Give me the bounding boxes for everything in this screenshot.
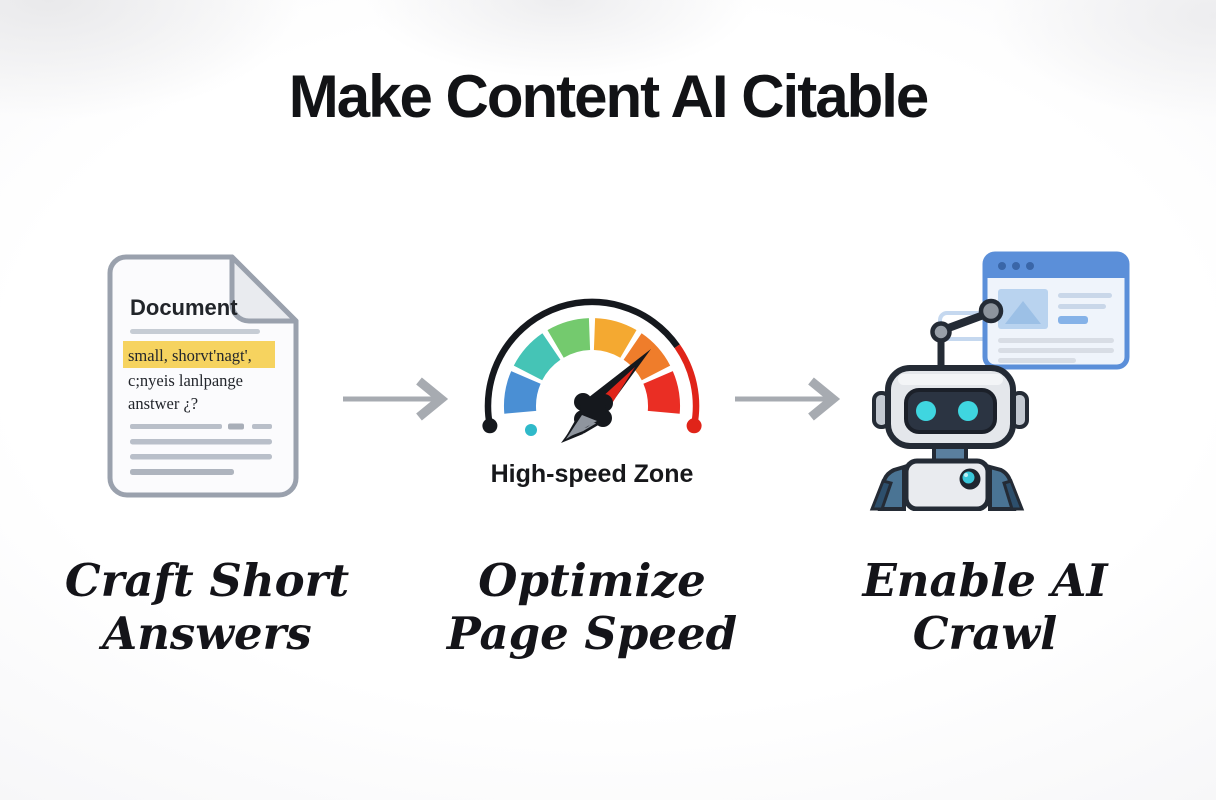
caption-line: Enable AI <box>862 554 1108 607</box>
browser-dot-icon <box>1026 262 1034 270</box>
document-highlighted-text: small, shorvt'nagt', <box>128 346 252 365</box>
document-body-line3: anstwer ¿? <box>128 394 198 413</box>
browser-text-lines <box>998 293 1114 363</box>
highlight-mark <box>123 341 275 368</box>
robot-visor <box>904 388 997 434</box>
robot-body <box>869 441 1025 511</box>
caption-craft-short-answers: Craft Short Answers <box>27 554 387 660</box>
caption-optimize-page-speed: Optimize Page Speed <box>412 554 772 660</box>
document-header: Document <box>130 295 238 320</box>
mountain-icon <box>1005 301 1041 324</box>
robot-icon <box>869 251 1130 511</box>
robot-eye-icon <box>958 401 978 421</box>
gauge-outer-arc-red <box>674 344 700 427</box>
gauge-needle-icon <box>561 349 651 443</box>
document-body-line2: c;nyeis lanlpange <box>128 371 243 390</box>
document-placeholder-lines <box>130 423 272 475</box>
caption-line: Optimize <box>478 554 706 607</box>
flow-arrow-icon <box>735 377 841 421</box>
caption-line: Crawl <box>912 607 1058 661</box>
document-fold-corner <box>229 254 299 324</box>
document-icon: Document small, shorvt'nagt', c;nyeis la… <box>107 254 299 498</box>
browser-window-icon <box>982 251 1130 370</box>
gauge-label: High-speed Zone <box>490 460 694 488</box>
gauge-tick-dot <box>525 424 537 436</box>
flow-arrow-icon <box>343 377 449 421</box>
document-rule-line <box>130 329 260 334</box>
robot-eye-icon <box>916 401 936 421</box>
gauge-end-dot-left <box>482 418 498 434</box>
browser-dot-icon <box>1012 262 1020 270</box>
caption-line: Craft Short <box>64 554 350 607</box>
browser-header-bar <box>985 254 1127 278</box>
robot-antenna-icon <box>930 298 1004 368</box>
gauge-outer-arc-dark <box>484 298 680 427</box>
robot-head <box>872 365 1029 449</box>
browser-dot-icon <box>998 262 1006 270</box>
caption-line: Answers <box>102 607 312 661</box>
page-title: Make Content AI Citable <box>288 63 930 130</box>
caption-line: Page Speed <box>446 607 738 661</box>
caption-enable-ai-crawl: Enable AI Crawl <box>805 554 1165 660</box>
speedometer-icon <box>482 298 702 443</box>
gauge-end-dot-right <box>686 418 702 434</box>
